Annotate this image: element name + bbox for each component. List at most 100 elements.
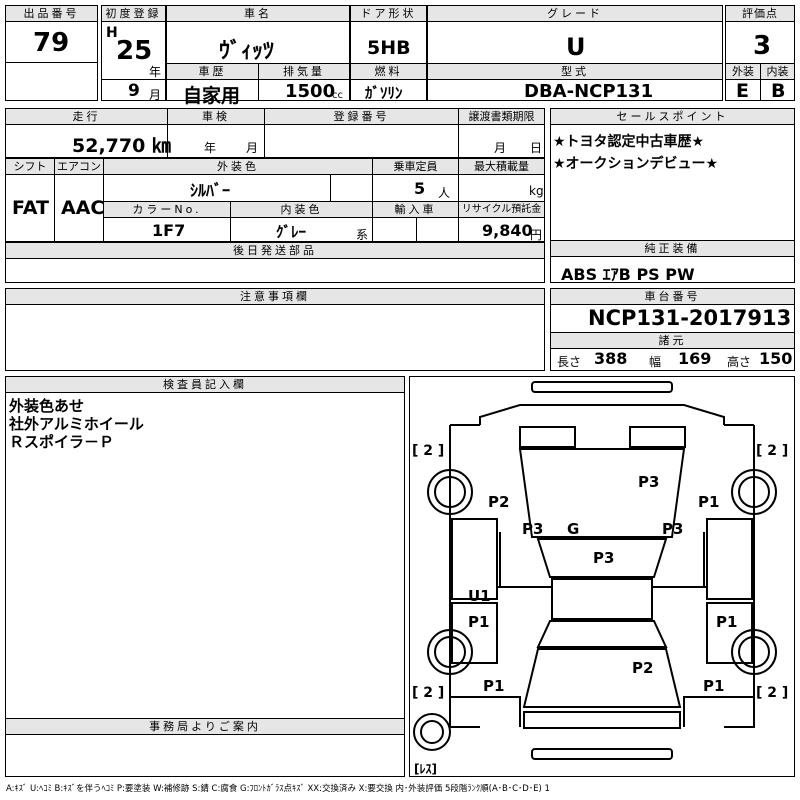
recycle-fee-header: リサイクル預託金	[459, 202, 544, 218]
transfer-month-unit: 月	[494, 141, 507, 155]
length-label: 長さ	[557, 355, 582, 369]
door-cell: ドア形状 5HB 燃料 ｶﾞｿﾘﾝ	[350, 5, 427, 102]
damage-mark-right-rear-door: P1	[716, 613, 737, 631]
tire-rear-right: [ 2 ]	[756, 685, 788, 701]
tire-front-right: [ 2 ]	[756, 443, 788, 459]
inspector-box: 検査員記入欄 外装色あせ 社外アルミホイール Ｒスポイラ－Ｐ 事務局よりご案内	[5, 376, 405, 777]
equipment: ABS ｴｱB PS PW	[561, 265, 695, 284]
exterior-color-header: 外装色	[104, 159, 372, 175]
mileage-row: 走行 車検 登録番号 譲渡書類期限 52,770 ㎞ 年 月 月 日	[5, 108, 545, 158]
chassis-box: 車台番号 NCP131-2017913 諸元 長さ 388 幅 169 高さ 1…	[550, 288, 795, 371]
notes-box: 注意事項欄	[5, 288, 545, 371]
aircon-header: エアコン	[55, 159, 103, 175]
inspector-header: 検査員記入欄	[6, 377, 404, 393]
shift: FAT	[12, 197, 49, 219]
car-name: ｳﾞｨｯﾂ	[219, 39, 275, 64]
seats-header: 乗車定員	[373, 159, 458, 175]
damage-mark-front-left-fender: P2	[488, 493, 509, 511]
lot-number-cell: 出品番号 79	[5, 5, 98, 101]
transfer-day-unit: 日	[530, 141, 543, 155]
inspection-header: 車検	[168, 109, 264, 125]
first-registration-cell: 初度登録 H 25 年 9 月	[101, 5, 166, 102]
era-letter: H	[106, 25, 118, 41]
interior-color-header: 内装色	[231, 202, 372, 218]
grade-header: グレード	[428, 6, 722, 22]
exterior-grade-header: 外装	[726, 64, 760, 80]
height: 150	[759, 349, 793, 368]
model-code-header: 型式	[428, 64, 722, 80]
evaluation-score: 3	[753, 31, 772, 61]
car-history: 自家用	[183, 85, 241, 107]
sales-point-box: セールスポイント ★トヨタ認定中古車歴★ ★オークションデビュー★ 純正装備 A…	[550, 108, 795, 284]
car-history-header: 車歴	[167, 64, 258, 80]
damage-mark-left-rear-door: P1	[468, 613, 489, 631]
damage-mark-front-right-fender: P1	[698, 493, 719, 511]
displacement-unit: cc	[332, 90, 343, 101]
damage-mark-left-rocker: U1	[468, 587, 491, 605]
fuel-header: 燃料	[351, 64, 426, 80]
interior-grade-header: 内装	[761, 64, 794, 80]
color-number: 1F7	[152, 221, 186, 240]
tire-rear-left: [ 2 ]	[412, 685, 444, 701]
damage-mark-right-quarter: P1	[703, 677, 724, 695]
equipment-header: 純正装備	[551, 241, 794, 257]
exterior-color: ｼﾙﾊﾞｰ	[190, 181, 231, 200]
inspector-note-1: 外装色あせ	[9, 397, 85, 415]
damage-mark-right-pillar: P3	[662, 520, 683, 538]
chassis-number: NCP131-2017913	[588, 306, 792, 330]
first-registration-header: 初度登録	[102, 6, 165, 22]
width: 169	[678, 349, 712, 368]
width-label: 幅	[649, 355, 662, 369]
damage-mark-roof: P3	[593, 549, 614, 567]
fuel: ｶﾞｿﾘﾝ	[365, 84, 403, 102]
details-row: シフト エアコン FAT AAC 外装色 乗車定員 最大積載量 ｼﾙﾊﾞｰ 5 …	[5, 158, 545, 242]
height-label: 高さ	[727, 355, 752, 369]
shift-header: シフト	[6, 159, 54, 175]
damage-mark-left-quarter: P1	[483, 677, 504, 695]
sales-point-header: セールスポイント	[551, 109, 794, 125]
car-diagram: P3 P2 P1 P3 G P3 P3 U1 P1 P1 P2 P1 P1 [ …	[409, 376, 795, 777]
later-parts-header: 後日発送部品	[6, 243, 544, 259]
chassis-header: 車台番号	[551, 289, 794, 305]
transfer-deadline-header: 譲渡書類期限	[459, 109, 544, 125]
interior-grade: B	[771, 80, 786, 102]
interior-color-suffix: 系	[356, 228, 369, 242]
import-header: 輸入車	[373, 202, 458, 218]
model-code: DBA-NCP131	[524, 81, 654, 102]
month-unit: 月	[149, 88, 162, 102]
max-load-header: 最大積載量	[459, 159, 544, 175]
car-name-header: 車名	[167, 6, 349, 22]
registration-year: 25	[116, 36, 153, 66]
damage-mark-hood: P3	[638, 473, 659, 491]
inspection-year-unit: 年	[204, 141, 217, 155]
damage-mark-left-pillar: P3	[522, 520, 543, 538]
damage-mark-trunk: P2	[632, 659, 653, 677]
door-type: 5HB	[367, 37, 411, 59]
lot-number: 79	[33, 28, 70, 58]
registration-number-header: 登録番号	[265, 109, 458, 125]
car-name-cell: 車名 ｳﾞｨｯﾂ 車歴 排気量 自家用 1500 cc	[166, 5, 350, 107]
mileage: 52,770 ㎞	[72, 135, 171, 157]
sales-point-1: ★トヨタ認定中古車歴★	[553, 134, 705, 150]
seats-unit: 人	[438, 186, 451, 200]
score-header: 評価点	[726, 6, 794, 22]
interior-color: ｸﾞﾚｰ	[276, 223, 307, 241]
recycle-fee: 9,840	[482, 221, 533, 240]
inspector-note-2: 社外アルミホイール	[9, 415, 144, 433]
seats: 5	[414, 179, 426, 198]
damage-mark-windshield: G	[567, 520, 579, 538]
sales-point-2: ★オークションデビュー★	[553, 156, 719, 172]
spec-header: 諸元	[551, 333, 794, 349]
inspection-month-unit: 月	[246, 141, 259, 155]
registration-month: 9	[128, 81, 140, 101]
tire-front-left: [ 2 ]	[412, 443, 444, 459]
color-number-header: カラーNo.	[104, 202, 230, 218]
length: 388	[594, 349, 628, 368]
grade-cell: グレード U 型式 DBA-NCP131	[427, 5, 723, 102]
score-cell: 評価点 3 外装 内装 E B	[725, 5, 795, 102]
displacement-header: 排気量	[259, 64, 349, 80]
inspector-note-3: Ｒスポイラ－Ｐ	[9, 433, 115, 451]
recycle-fee-unit: 円	[530, 228, 543, 242]
car-diagram-svg: P3 P2 P1 P3 G P3 P3 U1 P1 P1 P2 P1 P1 [ …	[412, 381, 788, 776]
spare-tire: [ﾚｽ]	[414, 762, 437, 776]
